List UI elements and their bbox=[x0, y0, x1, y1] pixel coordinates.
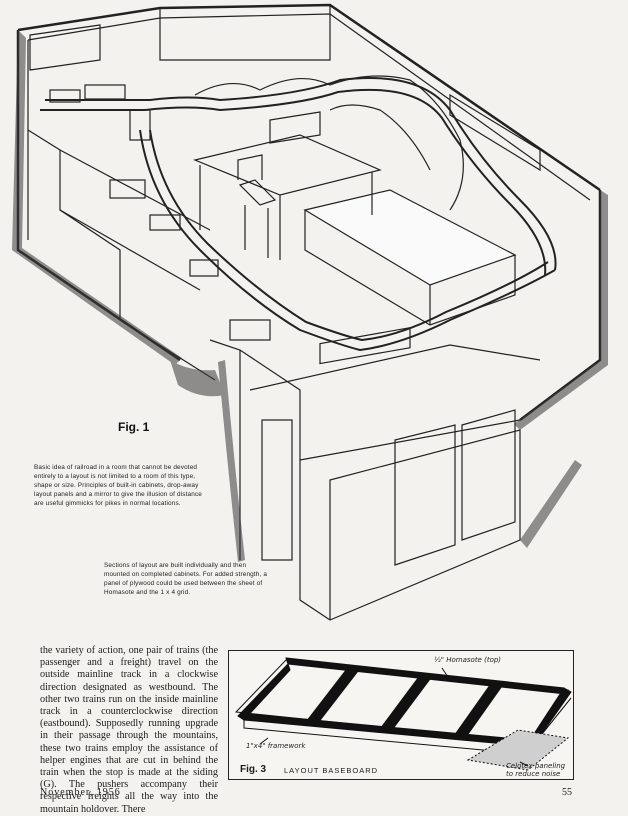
framework-callout: 1"x4" framework bbox=[246, 742, 306, 750]
figure-1-illustration bbox=[12, 3, 608, 621]
issue-date: November, 1956 bbox=[40, 787, 121, 798]
figure-3-title: LAYOUT BASEBOARD bbox=[284, 766, 379, 775]
baseboard-diagram bbox=[234, 657, 572, 771]
homasote-callout: ½" Homasote (top) bbox=[434, 656, 502, 664]
figure-3: ½" Homasote (top) 1"x4" framework Celote… bbox=[228, 650, 574, 780]
figure-3-label: Fig. 3 bbox=[240, 764, 267, 775]
page-number: 55 bbox=[562, 787, 572, 798]
figure-1-caption: Basic idea of railroad in a room that ca… bbox=[34, 464, 202, 507]
sections-caption: Sections of layout are built individuall… bbox=[104, 562, 268, 596]
figure-1-label: Fig. 1 bbox=[118, 420, 150, 434]
celotex-callout: Celotex paneling to reduce noise bbox=[506, 762, 566, 778]
